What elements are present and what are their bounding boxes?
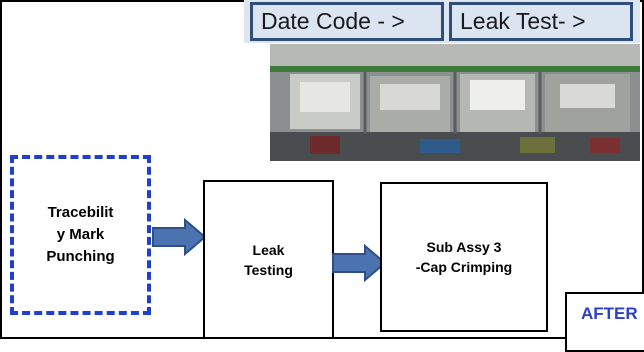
step-sub-assy-3-cap-crimping: Sub Assy 3 -Cap Crimping [380,182,548,332]
step-label: Tracebilit y Mark Punching [46,204,115,265]
photo-label-strip: Date Code - > Leak Test- > [244,0,640,43]
date-code-label: Date Code - > [250,2,444,41]
step-traceability-mark-punching: Tracebilit y Mark Punching [10,155,151,315]
step-label: Sub Assy 3 -Cap Crimping [415,239,513,275]
flow-arrow-1 [152,218,207,256]
step-leak-testing: Leak Testing [203,180,334,339]
machine-photo-image [270,44,640,161]
step-label: Leak Testing [244,241,293,278]
flow-arrow-2 [332,244,387,282]
leak-test-label: Leak Test- > [449,2,633,41]
after-label: AFTER [565,292,644,352]
machine-photo [270,44,640,161]
